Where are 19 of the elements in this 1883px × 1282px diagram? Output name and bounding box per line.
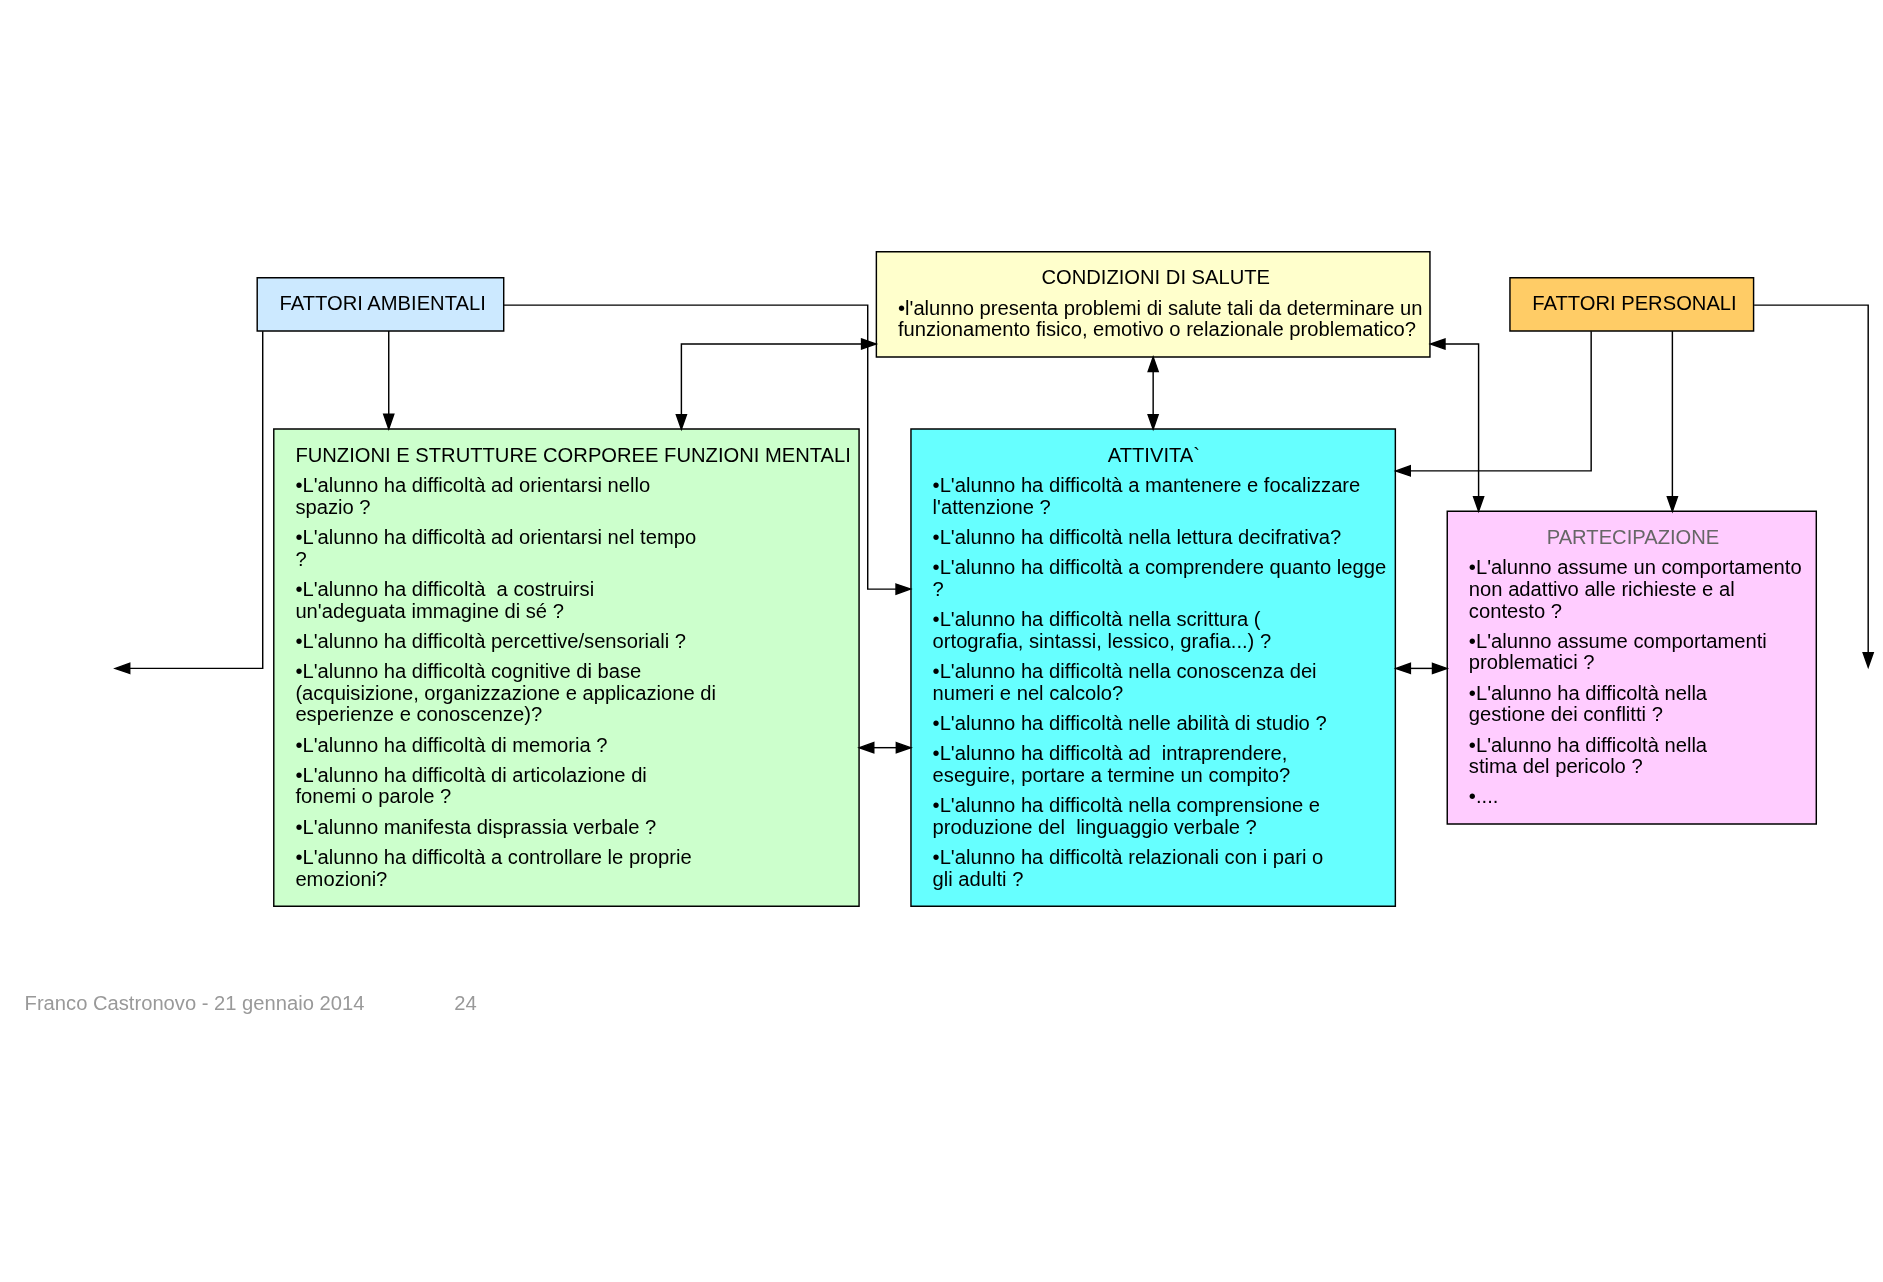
label: 24 [454,991,477,1014]
node-box: FUNZIONI E STRUTTURE CORPOREE FUNZIONI MENTALI •L'alunno ha difficoltà ad orientarsi nello spazio ? •L'alunno ha difficoltà ad orientarsi nel tempo ? •L'alunno ha difficoltà a costruirsi un'adeguata immagine di sé ? •L'alunno ha difficoltà percettive/sensoriali ? •L'alunno ha difficoltà cognitive di base (acquisizione, organizzazione e applicazione di esperienze e conoscenze)? •L'alunno ha difficoltà di memoria ? •L'alunno ha difficoltà di articolazione di fonemi o parole ? •L'alunno manifesta disprassia verbale ? •L'alunno ha difficoltà a controllare le proprie emozioni? [273,428,860,907]
arrow [857,741,913,754]
node-box: ATTIVITA` •L'alunno ha difficoltà a mantenere e focalizzare l'attenzione ? •L'alunno ha difficoltà nella lettura decifrativa? •L'alunno ha difficoltà a comprendere quanto legge ? •L'alunno ha difficoltà nella scrittura ( ortografia, sintassi, lessico, grafia...) ? •L'alunno ha difficoltà nella conoscenza dei numeri e nel calcolo? •L'alunno ha difficoltà nelle abilità di studio ? •L'alunno ha difficoltà ad intraprendere, eseguire, portare a termine un compito? •L'alunno ha difficoltà nella comprensione e produzione del linguaggio verbale ? •L'alunno ha difficoltà relazionali con i pari o gli adulti ? [910,428,1397,907]
arrow [1147,355,1160,432]
node-box: CONDIZIONI DI SALUTE •l'alunno presenta problemi di salute tali da determinare un funzionamento fisico, emotivo o relazionale problematico? [875,251,1431,358]
arrow [113,330,264,675]
arrow [1666,330,1679,514]
arrow [1428,337,1485,514]
node-box: FATTORI AMBIENTALI [256,277,505,332]
arrow [382,330,395,431]
arrow [503,304,913,596]
arrow [1393,330,1592,477]
arrow [675,337,879,432]
label: Franco Castronovo - 21 gennaio 2014 [24,991,365,1014]
node-box: PARTECIPAZIONE •L'alunno assume un comportamento non adattivo alle richieste e al contesto ? •L'alunno assume comportamenti problematici ? •L'alunno ha difficoltà nella gestione dei conflitti ? •L'alunno ha difficoltà nella stima del pericolo ? •.... [1446,510,1817,825]
arrow [1393,662,1450,675]
arrow [1753,304,1875,670]
node-box: FATTORI PERSONALI [1509,277,1755,332]
